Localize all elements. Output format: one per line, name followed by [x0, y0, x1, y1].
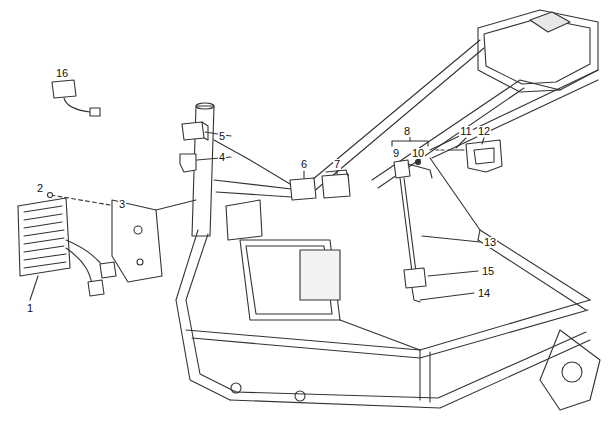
callout-number: 3 [118, 199, 126, 210]
callout-number: 5 [218, 131, 226, 142]
callout-number: 1 [26, 303, 34, 314]
callout-number: 11 [459, 126, 472, 137]
callout-number: 7 [333, 159, 341, 170]
callout-number: 14 [477, 288, 491, 299]
callout-number: 6 [300, 159, 308, 170]
callout-number: 2 [36, 183, 44, 194]
callout-number: 12 [477, 126, 491, 137]
callout-number: 16 [55, 68, 69, 79]
callout-number: 13 [483, 237, 497, 248]
callout-number: 8 [403, 126, 411, 137]
callout-number: 4 [218, 152, 226, 163]
callout-number: 15 [481, 266, 495, 277]
callout-number: 9 [392, 148, 400, 159]
callout-number: 10 [411, 148, 425, 159]
